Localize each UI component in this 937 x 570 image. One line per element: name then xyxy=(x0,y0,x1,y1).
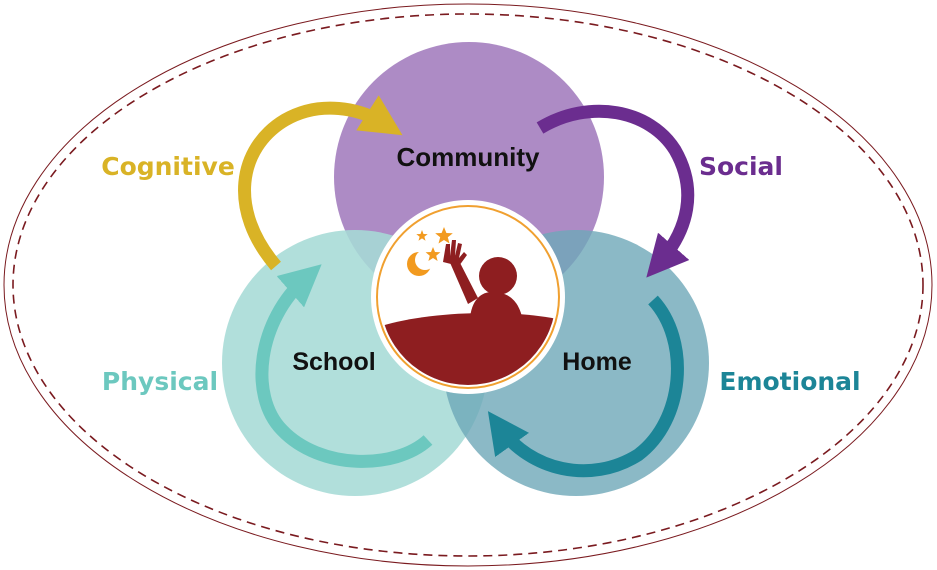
emotional-label: Emotional xyxy=(719,367,860,396)
social-arrow xyxy=(536,104,695,278)
cognitive-label: Cognitive xyxy=(101,152,235,181)
star-icon xyxy=(425,247,441,261)
physical-arrow xyxy=(255,264,433,468)
star-icon xyxy=(416,230,428,241)
emotional-arrow xyxy=(487,295,684,478)
social-label: Social xyxy=(699,152,783,181)
cognitive-arrow xyxy=(238,95,403,271)
community-label: Community xyxy=(397,142,541,172)
child-reaching-stars-icon xyxy=(443,240,524,330)
outer-boundary xyxy=(3,3,933,567)
star-icon xyxy=(435,227,453,244)
crescent-moon-icon xyxy=(407,250,435,276)
center-emblem xyxy=(371,200,565,394)
physical-label: Physical xyxy=(102,367,218,396)
home-label: Home xyxy=(562,348,632,376)
school-label: School xyxy=(292,348,375,376)
